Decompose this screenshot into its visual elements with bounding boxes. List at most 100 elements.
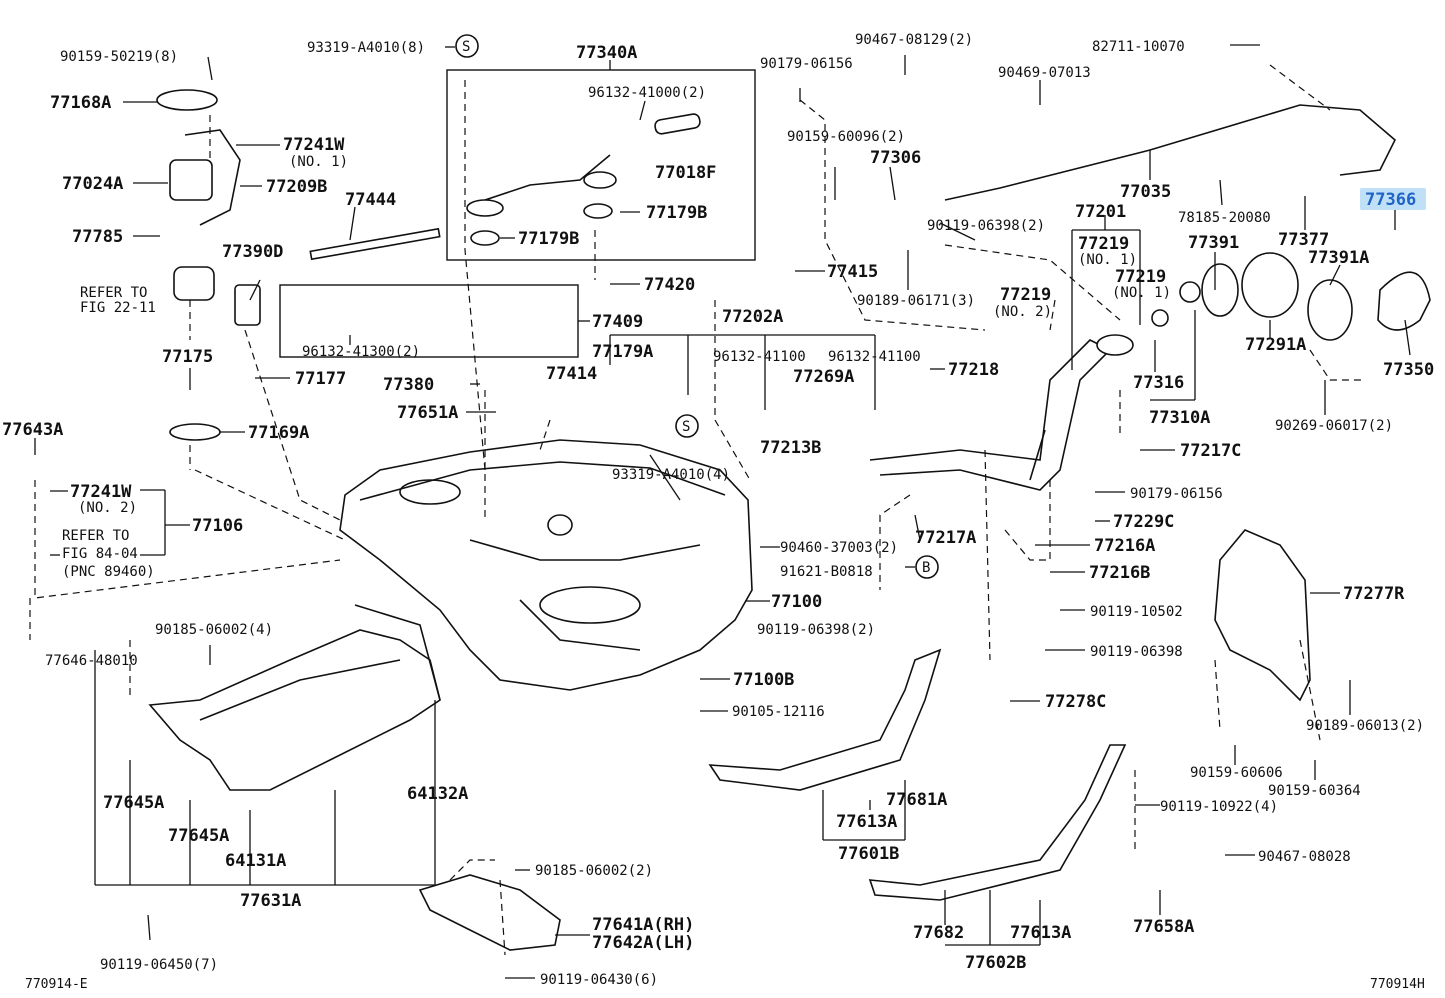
- label-77241w-no2[interactable]: 77241W: [70, 482, 132, 502]
- label-77035[interactable]: 77035: [1120, 182, 1171, 202]
- label-82711-10070[interactable]: 82711-10070: [1092, 39, 1185, 55]
- label-77631a[interactable]: 77631A: [240, 891, 301, 911]
- label-77646-48010[interactable]: 77646-48010: [45, 653, 138, 669]
- label-77350[interactable]: 77350: [1383, 360, 1434, 380]
- label-90189-06013[interactable]: 90189-06013(2): [1306, 718, 1424, 734]
- label-77169a[interactable]: 77169A: [248, 423, 309, 443]
- label-77168a[interactable]: 77168A: [50, 93, 111, 113]
- label-77229c[interactable]: 77229C: [1113, 512, 1174, 532]
- label-77651a[interactable]: 77651A: [397, 403, 458, 423]
- label-91621-b0818[interactable]: 91621-B0818: [780, 564, 873, 580]
- label-90119-10502[interactable]: 90119-10502: [1090, 604, 1183, 620]
- label-96132-41100-a[interactable]: 96132-41100: [713, 349, 806, 365]
- label-77444[interactable]: 77444: [345, 190, 396, 210]
- label-77316[interactable]: 77316: [1133, 373, 1184, 393]
- label-90185-06002-4[interactable]: 90185-06002(4): [155, 622, 273, 638]
- label-77209b[interactable]: 77209B: [266, 177, 327, 197]
- label-90119-06398-2a[interactable]: 90119-06398(2): [757, 622, 875, 638]
- label-90159-60606[interactable]: 90159-60606: [1190, 765, 1283, 781]
- label-77278c[interactable]: 77278C: [1045, 692, 1106, 712]
- label-77179b-2[interactable]: 77179B: [518, 229, 579, 249]
- label-no1-c: (NO. 1): [1112, 285, 1171, 301]
- label-90159-60096[interactable]: 90159-60096(2): [787, 129, 905, 145]
- label-77213b[interactable]: 77213B: [760, 438, 821, 458]
- label-90159-60364[interactable]: 90159-60364: [1268, 783, 1361, 799]
- label-93319-a4010-4[interactable]: 93319-A4010(4): [612, 467, 730, 483]
- label-77177[interactable]: 77177: [295, 369, 346, 389]
- label-77366[interactable]: 77366: [1365, 190, 1416, 210]
- label-77241w-no1[interactable]: 77241W: [283, 135, 345, 155]
- label-77269a[interactable]: 77269A: [793, 367, 854, 387]
- label-77613a-2[interactable]: 77613A: [1010, 923, 1071, 943]
- label-no1-a: (NO. 1): [289, 154, 348, 170]
- label-77658a[interactable]: 77658A: [1133, 917, 1194, 937]
- label-77310a[interactable]: 77310A: [1149, 408, 1210, 428]
- label-90179-06156-b[interactable]: 90179-06156: [1130, 486, 1223, 502]
- label-77202a[interactable]: 77202A: [722, 307, 783, 327]
- label-77218[interactable]: 77218: [948, 360, 999, 380]
- label-77106[interactable]: 77106: [192, 516, 243, 536]
- label-90460-37003[interactable]: 90460-37003(2): [780, 540, 898, 556]
- label-77179a[interactable]: 77179A: [592, 342, 653, 362]
- label-77340a[interactable]: 77340A: [576, 43, 637, 63]
- label-77217a[interactable]: 77217A: [915, 528, 976, 548]
- label-90467-08028[interactable]: 90467-08028: [1258, 849, 1351, 865]
- label-77216b[interactable]: 77216B: [1089, 563, 1150, 583]
- label-77100b[interactable]: 77100B: [733, 670, 794, 690]
- label-77377[interactable]: 77377: [1278, 230, 1329, 250]
- label-77391a[interactable]: 77391A: [1308, 248, 1369, 268]
- label-77024a[interactable]: 77024A: [62, 174, 123, 194]
- label-77390d[interactable]: 77390D: [222, 242, 283, 262]
- label-77277r[interactable]: 77277R: [1343, 584, 1405, 604]
- label-77380[interactable]: 77380: [383, 375, 434, 395]
- label-90119-06398-2b[interactable]: 90119-06398(2): [927, 218, 1045, 234]
- label-90185-06002-2[interactable]: 90185-06002(2): [535, 863, 653, 879]
- label-96132-41000[interactable]: 96132-41000(2): [588, 85, 706, 101]
- label-77414[interactable]: 77414: [546, 364, 597, 384]
- label-90189-06171[interactable]: 90189-06171(3): [857, 293, 975, 309]
- label-90467-08129[interactable]: 90467-08129(2): [855, 32, 973, 48]
- label-90469-07013[interactable]: 90469-07013: [998, 65, 1091, 81]
- label-77643a[interactable]: 77643A: [2, 420, 63, 440]
- label-90119-10922[interactable]: 90119-10922(4): [1160, 799, 1278, 815]
- label-77219-no1-b[interactable]: 77219: [1115, 267, 1166, 287]
- label-77420[interactable]: 77420: [644, 275, 695, 295]
- label-90179-06156-a[interactable]: 90179-06156: [760, 56, 853, 72]
- label-90105-12116[interactable]: 90105-12116: [732, 704, 825, 720]
- label-90269-06017[interactable]: 90269-06017(2): [1275, 418, 1393, 434]
- label-77601b[interactable]: 77601B: [838, 844, 899, 864]
- label-77409[interactable]: 77409: [592, 312, 643, 332]
- label-64131a[interactable]: 64131A: [225, 851, 286, 871]
- label-77415[interactable]: 77415: [827, 262, 878, 282]
- label-77645a-1[interactable]: 77645A: [103, 793, 164, 813]
- label-77216a[interactable]: 77216A: [1094, 536, 1155, 556]
- label-77681a[interactable]: 77681A: [886, 790, 947, 810]
- label-77100[interactable]: 77100: [771, 592, 822, 612]
- label-77682[interactable]: 77682: [913, 923, 964, 943]
- label-77602b[interactable]: 77602B: [965, 953, 1026, 973]
- label-77391[interactable]: 77391: [1188, 233, 1239, 253]
- label-77217c[interactable]: 77217C: [1180, 441, 1241, 461]
- label-77175[interactable]: 77175: [162, 347, 213, 367]
- label-77219-no1-a[interactable]: 77219: [1078, 234, 1129, 254]
- label-77641a-rh[interactable]: 77641A(RH): [592, 915, 694, 935]
- label-90159-50219[interactable]: 90159-50219(8): [60, 49, 178, 65]
- label-77018f[interactable]: 77018F: [655, 163, 716, 183]
- label-96132-41300[interactable]: 96132-41300(2): [302, 344, 420, 360]
- label-77785[interactable]: 77785: [72, 227, 123, 247]
- label-77179b-1[interactable]: 77179B: [646, 203, 707, 223]
- label-77642a-lh[interactable]: 77642A(LH): [592, 933, 694, 953]
- label-77645a-2[interactable]: 77645A: [168, 826, 229, 846]
- label-90119-06430[interactable]: 90119-06430(6): [540, 972, 658, 988]
- label-77291a[interactable]: 77291A: [1245, 335, 1306, 355]
- label-64132a[interactable]: 64132A: [407, 784, 468, 804]
- label-77201[interactable]: 77201: [1075, 202, 1126, 222]
- label-96132-41100-b[interactable]: 96132-41100: [828, 349, 921, 365]
- label-77306[interactable]: 77306: [870, 148, 921, 168]
- label-77613a-1[interactable]: 77613A: [836, 812, 897, 832]
- label-93319-a4010-8[interactable]: 93319-A4010(8): [307, 40, 425, 56]
- label-90119-06398-c[interactable]: 90119-06398: [1090, 644, 1183, 660]
- label-77219-no2[interactable]: 77219: [1000, 285, 1051, 305]
- label-78185-20080[interactable]: 78185-20080: [1178, 210, 1271, 226]
- label-90119-06450[interactable]: 90119-06450(7): [100, 957, 218, 973]
